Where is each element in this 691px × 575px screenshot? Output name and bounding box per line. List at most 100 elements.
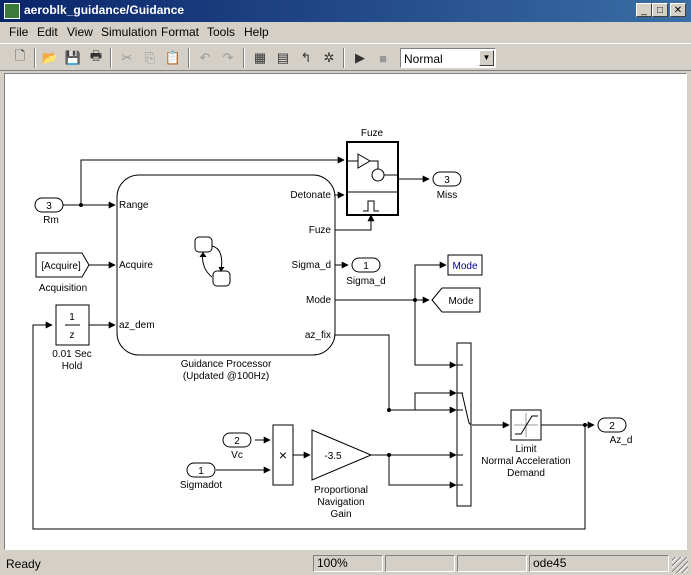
new-model-icon[interactable]: 🗋 <box>14 48 26 63</box>
port-fuze-label: Fuze <box>309 225 332 236</box>
port-sigma-label: Sigma_d <box>292 260 331 271</box>
open-folder-icon[interactable]: 📂 <box>41 50 59 65</box>
port-azfix-label: az_fix <box>305 330 331 341</box>
close-button[interactable]: ✕ <box>670 3 686 17</box>
minimize-button[interactable]: _ <box>636 3 652 17</box>
product-block[interactable]: × <box>272 424 294 486</box>
outport-sigma[interactable]: 1 Sigma_d <box>346 257 386 287</box>
multiport-switch-block[interactable] <box>456 342 472 507</box>
port-detonate-label: Detonate <box>290 190 331 201</box>
gain-block[interactable]: -3.5 Proportional Navigation Gain <box>311 429 373 520</box>
menu-format[interactable]: Format <box>161 25 200 39</box>
unit-delay-label-1: 0.01 Sec <box>52 349 91 360</box>
cut-icon[interactable]: ✂ <box>121 50 133 65</box>
branch-points <box>79 203 587 457</box>
menu-file[interactable]: File <box>9 25 29 39</box>
menu-view[interactable]: View <box>67 25 93 39</box>
maximize-button[interactable]: □ <box>652 3 668 17</box>
go-to-parent-icon[interactable]: ↰ <box>300 50 312 65</box>
unit-delay-label-2: Hold <box>62 361 83 372</box>
signal-lines <box>32 156 595 530</box>
solver-name: ode45 <box>529 555 669 572</box>
signal-gain-branch[interactable] <box>388 455 457 489</box>
save-icon[interactable]: 💾 <box>64 50 82 65</box>
guidance-processor-label-1: Guidance Processor <box>181 359 272 370</box>
chevron-down-icon[interactable]: ▼ <box>479 50 494 66</box>
goto-mode-block[interactable]: Mode <box>431 287 481 313</box>
saturation-block[interactable]: Limit Normal Acceleration Demand <box>481 409 571 479</box>
gain-label-2: Navigation <box>317 497 364 508</box>
port-azdem-label: az_dem <box>119 320 155 331</box>
outport-miss[interactable]: 3 Miss <box>432 171 462 201</box>
toolbar-separator <box>343 48 345 68</box>
guidance-processor-block[interactable]: Range Acquire az_dem Detonate Fuze Sigma… <box>116 174 336 382</box>
debug-icon[interactable]: ✲ <box>323 50 335 65</box>
start-simulation-icon[interactable]: ▶ <box>355 50 365 65</box>
menu-simulation[interactable]: Simulation <box>101 25 158 39</box>
stop-simulation-icon[interactable]: ■ <box>379 50 387 66</box>
simulation-mode-select[interactable]: Normal ▼ <box>400 48 496 68</box>
mode-display-block[interactable]: Mode <box>447 254 483 276</box>
saturation-label-2: Normal Acceleration <box>481 456 570 467</box>
simulink-app-icon <box>4 3 20 19</box>
inport-rm-number: 3 <box>46 201 52 212</box>
from-acquire-label: Acquisition <box>39 283 87 294</box>
port-mode-label: Mode <box>306 295 331 306</box>
inport-rm-label: Rm <box>43 215 59 226</box>
status-cell <box>385 555 455 572</box>
outport-miss-label: Miss <box>437 190 458 201</box>
model-canvas[interactable]: Fuze 3 Rm [Acquire] Acquisition 1 z 0.01… <box>4 73 687 550</box>
outport-azd-label: Az_d <box>610 435 633 446</box>
signal-azfix[interactable] <box>334 334 457 414</box>
inport-sigmadot-number: 1 <box>198 466 204 477</box>
signal-mode-switch[interactable] <box>414 300 457 369</box>
from-acquire-text: [Acquire] <box>41 261 81 272</box>
undo-icon[interactable]: ↶ <box>199 50 211 65</box>
signal-feedback[interactable] <box>32 321 586 530</box>
menu-help[interactable]: Help <box>244 25 269 39</box>
menu-tools[interactable]: Tools <box>207 25 236 39</box>
library-browser-icon[interactable]: ▦ <box>253 50 267 65</box>
copy-icon[interactable]: ⎘ <box>144 50 156 65</box>
goto-mode-text: Mode <box>448 296 473 307</box>
unit-delay-numerator: 1 <box>69 312 75 323</box>
signal-azfix-branch[interactable] <box>389 389 457 411</box>
toolbar-separator <box>243 48 245 68</box>
inport-sigmadot[interactable]: 1 Sigmadot <box>180 462 222 491</box>
outport-miss-number: 3 <box>444 175 450 186</box>
product-symbol: × <box>279 447 287 463</box>
signal-rm-fuze[interactable] <box>80 156 345 205</box>
outport-azd[interactable]: 2 Az_d <box>597 417 633 446</box>
port-range-label: Range <box>119 200 149 211</box>
signal-fuze-enable[interactable] <box>334 214 375 231</box>
paste-icon[interactable]: 📋 <box>164 50 182 65</box>
unit-delay-block[interactable]: 1 z 0.01 Sec Hold <box>52 304 92 372</box>
inport-rm[interactable]: 3 Rm <box>34 197 64 226</box>
menu-edit[interactable]: Edit <box>37 25 58 39</box>
redo-icon[interactable]: ↷ <box>222 50 234 65</box>
inport-sigmadot-label: Sigmadot <box>180 480 222 491</box>
toolbar: 🗋 📂 💾 🖶 ✂ ⎘ 📋 ↶ ↷ ▦ ▤ ↰ ✲ ▶ ■ Normal ▼ <box>0 43 691 71</box>
status-bar: Ready 100% ode45 <box>0 553 691 575</box>
status-cell <box>457 555 527 572</box>
window-title: aeroblk_guidance/Guidance <box>24 3 185 17</box>
mode-display-text: Mode <box>452 261 477 272</box>
toolbar-separator <box>34 48 36 68</box>
block-diagram[interactable]: Fuze 3 Rm [Acquire] Acquisition 1 z 0.01… <box>5 74 686 549</box>
fuze-block[interactable]: Fuze <box>346 128 399 216</box>
stateflow-chart-icon <box>194 236 231 287</box>
gain-value: -3.5 <box>324 451 342 462</box>
signal-mode-display[interactable] <box>414 261 447 300</box>
saturation-label-3: Demand <box>507 468 545 479</box>
title-bar: aeroblk_guidance/Guidance _ □ ✕ <box>0 0 691 22</box>
inport-vc[interactable]: 2 Vc <box>222 432 252 461</box>
unit-delay-denominator: z <box>70 330 75 341</box>
outport-sigma-label: Sigma_d <box>346 276 385 287</box>
from-acquire-block[interactable]: [Acquire] Acquisition <box>35 252 90 294</box>
resize-grip-icon[interactable] <box>672 557 688 573</box>
simulation-mode-value: Normal <box>404 52 443 66</box>
print-icon[interactable]: 🖶 <box>89 48 103 63</box>
menu-bar: File Edit View Simulation Format Tools H… <box>0 22 691 42</box>
outport-azd-number: 2 <box>609 421 615 432</box>
model-explorer-icon[interactable]: ▤ <box>276 50 290 65</box>
